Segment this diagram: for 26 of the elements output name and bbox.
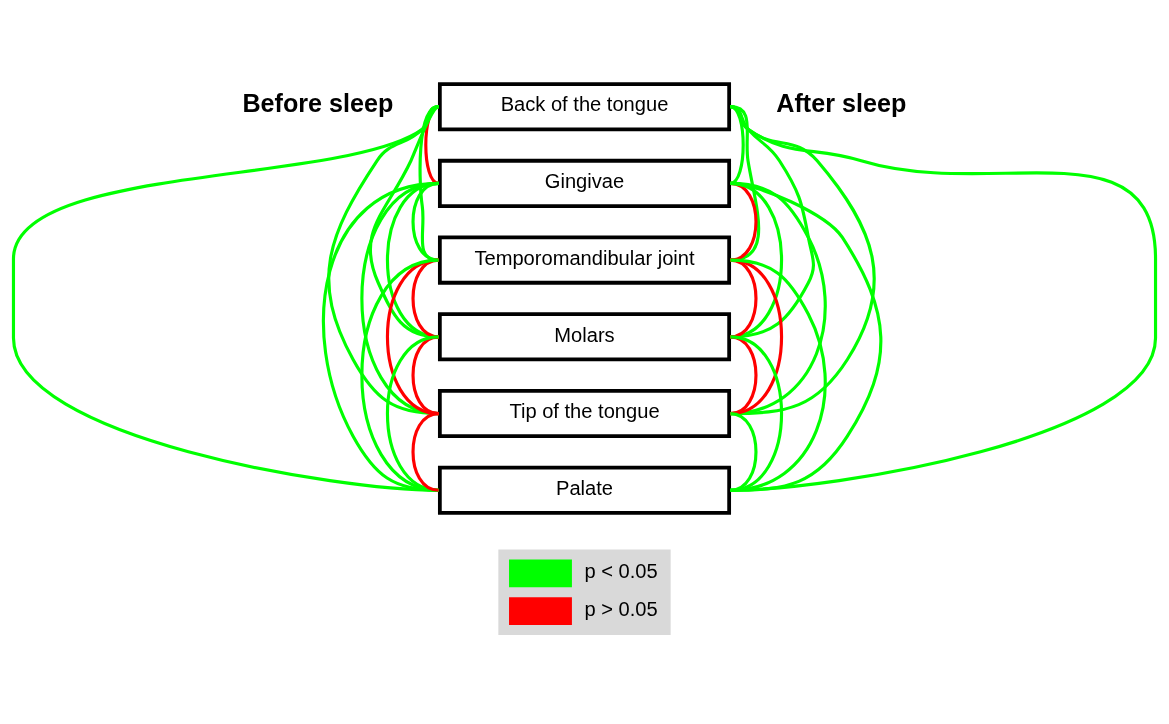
connector — [386, 335, 439, 492]
label: Before sleep — [242, 88, 394, 117]
connector — [730, 335, 758, 416]
connector — [730, 335, 783, 492]
node-box: Back of the tongue — [437, 82, 732, 132]
connector — [729, 105, 1158, 492]
connector — [730, 105, 761, 262]
node-box: Gingivae — [437, 158, 732, 208]
connector — [730, 412, 758, 492]
legend-label: p > 0.05 — [584, 597, 658, 620]
connector — [730, 181, 883, 492]
connector — [730, 105, 876, 416]
node-box: Tip of the tongue — [437, 389, 732, 439]
connector — [730, 181, 827, 416]
node-box: Palate — [437, 465, 732, 515]
connector — [730, 105, 815, 339]
legend-label: p < 0.05 — [584, 560, 658, 583]
connector — [729, 105, 745, 185]
connector — [411, 335, 439, 416]
label: After sleep — [776, 88, 907, 117]
connector — [411, 412, 439, 492]
connector — [321, 181, 439, 492]
connector — [360, 258, 439, 492]
connector — [730, 258, 827, 492]
node-box: Molars — [437, 312, 732, 362]
node-box: Temporomandibular joint — [437, 235, 732, 285]
